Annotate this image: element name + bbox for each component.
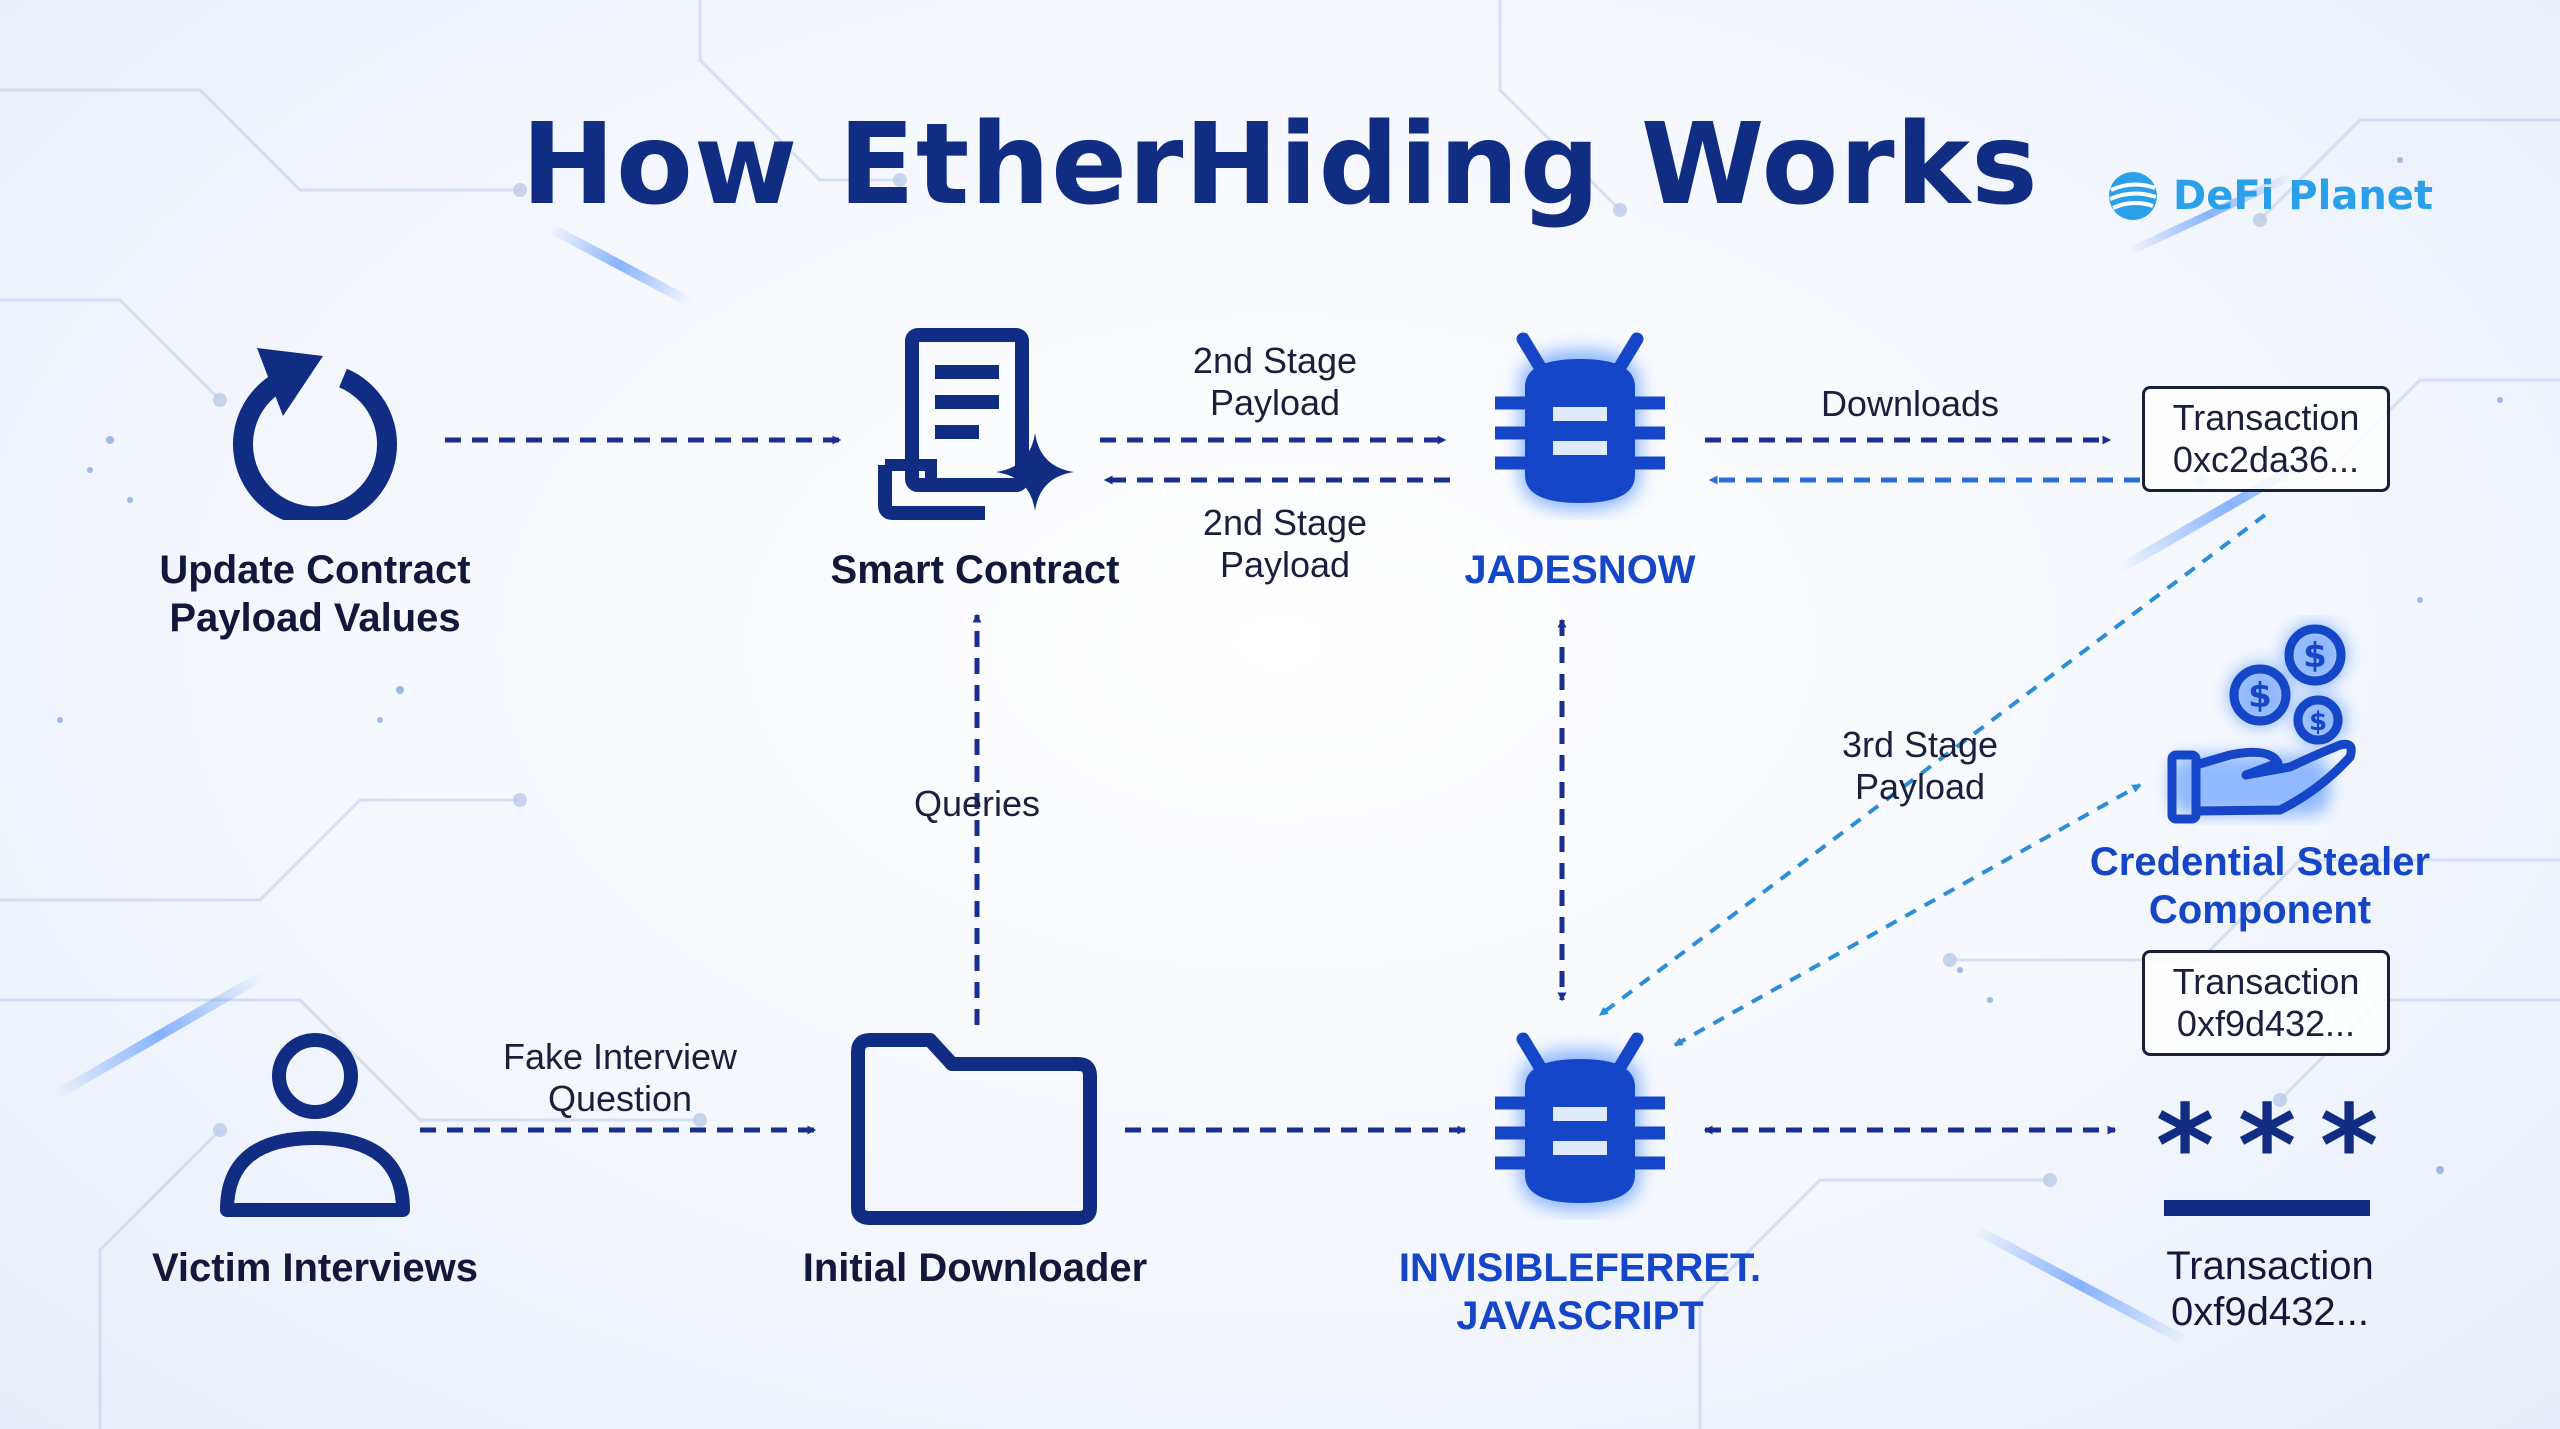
edge-label-queries: Queries [913, 783, 1041, 824]
svg-text:*: * [2238, 1090, 2297, 1212]
label-jadesnow: JADESNOW [1464, 548, 1696, 592]
label-victim-interviews: Victim Interviews [151, 1246, 479, 1290]
edge-ferret-to-stealer [1673, 783, 2142, 1047]
user-icon [220, 1033, 410, 1217]
label-invisibleferret: INVISIBLEFERRET.JAVASCRIPT [1398, 1246, 1762, 1338]
svg-text:*: * [2156, 1090, 2215, 1212]
smart-contract-document-icon [878, 328, 1074, 520]
globe-icon [2109, 172, 2157, 220]
svg-text:$: $ [2303, 636, 2327, 676]
bug-icon [1495, 332, 1665, 510]
refresh-icon [233, 348, 397, 520]
brand-name: DeFi Planet [2173, 173, 2434, 219]
password-asterisks-icon: *** [2156, 1090, 2379, 1216]
svg-text:$: $ [2309, 707, 2327, 737]
folder-icon [851, 1033, 1097, 1225]
svg-text:$: $ [2248, 676, 2272, 716]
label-smart-contract: Smart Contract [830, 548, 1120, 592]
svg-text:*: * [2320, 1090, 2379, 1212]
hand-coins-icon: $ $ $ [2167, 623, 2356, 824]
edge-label-downloads: Downloads [1820, 383, 2000, 424]
label-initial-downloader: Initial Downloader [802, 1246, 1148, 1290]
bug-icon [1495, 1032, 1665, 1210]
brand-logo: DeFi Planet [2105, 168, 2433, 224]
page-title: How EtherHiding Works [521, 100, 2039, 230]
